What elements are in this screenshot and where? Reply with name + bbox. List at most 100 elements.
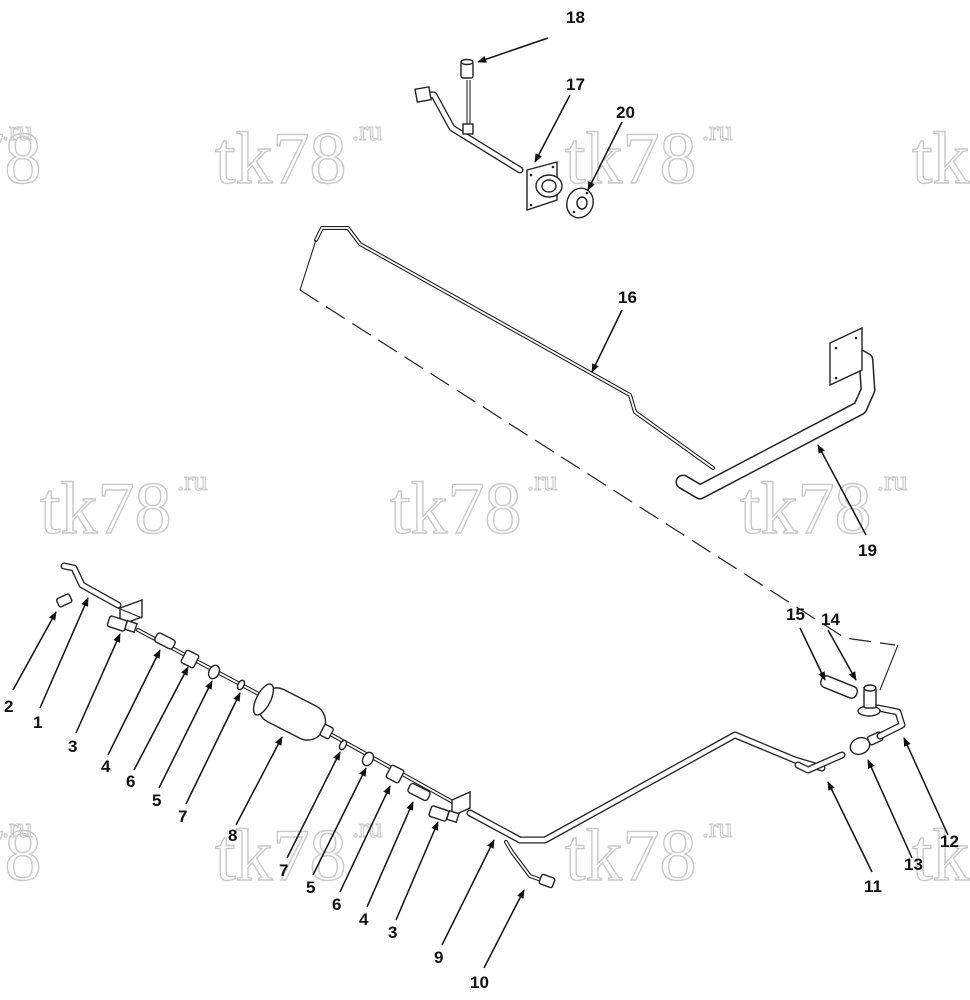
callout-3b: 3 — [388, 923, 397, 942]
callout-13: 13 — [904, 855, 923, 874]
part-15-sensor — [819, 675, 859, 699]
watermark: tk78 — [911, 814, 970, 897]
part-5-ring — [207, 664, 221, 680]
callout-5a: 5 — [152, 791, 161, 810]
callout-10: 10 — [470, 973, 489, 992]
callout-16: 16 — [618, 288, 637, 307]
callout-17: 17 — [566, 75, 585, 94]
callout-labels: 18 17 20 16 19 15 14 2 1 3 4 6 5 7 8 7 5… — [4, 8, 959, 992]
callout-4b: 4 — [359, 910, 369, 929]
svg-text:tk78: tk78 — [912, 815, 970, 897]
callout-5b: 5 — [306, 878, 315, 897]
leader-9 — [441, 839, 495, 946]
svg-text:tk78: tk78 — [40, 468, 172, 550]
part-16-tube — [314, 226, 715, 470]
callout-6a: 6 — [126, 772, 135, 791]
part-18-cap — [460, 58, 474, 79]
part-4-sleeve — [154, 632, 176, 650]
leader-19 — [817, 444, 867, 536]
callout-9: 9 — [434, 948, 443, 967]
leader-3b — [395, 821, 439, 921]
leader-14 — [827, 629, 857, 681]
leader-arrows — [12, 37, 949, 969]
part-4-sleeve — [407, 782, 431, 802]
svg-text:.ru: .ru — [877, 466, 907, 497]
svg-text:tk78: tk78 — [0, 118, 42, 200]
reference-line — [299, 239, 317, 291]
svg-text:.ru: .ru — [702, 116, 732, 147]
leader-16 — [591, 309, 623, 373]
part-19-pipe — [675, 326, 876, 500]
leader-2 — [12, 611, 57, 691]
watermark: tk78 .ru — [214, 812, 383, 897]
svg-text:.ru: .ru — [352, 116, 382, 147]
watermark-layer: tk78 .ru tk78 .ru tk78 .ru tk78 tk78 .ru… — [0, 115, 970, 897]
callout-2: 2 — [4, 697, 13, 716]
part-17-mounting-plate — [526, 161, 563, 211]
svg-text:.ru: .ru — [702, 813, 732, 844]
part-14-tee — [857, 684, 881, 717]
leader-7a — [185, 692, 241, 805]
svg-text:tk78: tk78 — [215, 815, 347, 897]
part-5-ring — [361, 751, 375, 767]
part-12-pipe — [874, 704, 906, 740]
filler-neck-assembly — [414, 58, 594, 219]
svg-text:tk78: tk78 — [390, 468, 522, 550]
watermark: tk78 .ru — [0, 812, 42, 897]
part-11-hose — [794, 751, 846, 774]
leader-10 — [483, 889, 525, 969]
part-1-pipe — [60, 562, 122, 609]
callout-15: 15 — [786, 605, 805, 624]
part-7-oring — [338, 739, 348, 751]
svg-text:tk78: tk78 — [912, 118, 970, 200]
leader-13 — [867, 759, 913, 859]
callout-20: 20 — [616, 103, 635, 122]
callout-3a: 3 — [68, 737, 77, 756]
svg-text:tk78: tk78 — [215, 118, 347, 200]
part-2-fitting — [55, 593, 73, 608]
leader-5b — [312, 767, 367, 876]
reference-line — [879, 644, 899, 691]
watermark: tk78 .ru — [739, 465, 908, 550]
leader-6b — [339, 785, 391, 893]
leader-4a — [107, 649, 161, 756]
leader-20 — [587, 121, 623, 191]
watermark: tk78 .ru — [564, 812, 733, 897]
part-10-drain — [504, 840, 556, 889]
leader-6a — [133, 666, 189, 771]
leader-8 — [235, 736, 283, 826]
watermark: tk78 .ru — [214, 115, 383, 200]
part-20-flange — [566, 187, 594, 219]
part-6-nut — [385, 764, 405, 784]
callout-18: 18 — [566, 8, 585, 27]
svg-text:.ru: .ru — [177, 466, 207, 497]
svg-text:.ru: .ru — [352, 813, 382, 844]
svg-text:tk78: tk78 — [0, 815, 42, 897]
part-3-valve — [428, 805, 460, 824]
watermark: tk78 .ru — [389, 465, 558, 550]
leader-12 — [903, 737, 949, 836]
watermark: tk78 .ru — [564, 115, 733, 200]
leader-1 — [39, 597, 89, 709]
leader-18 — [477, 37, 549, 63]
svg-text:.ru: .ru — [527, 466, 557, 497]
leader-15 — [799, 627, 826, 681]
svg-text:.ru: .ru — [2, 813, 32, 844]
watermark: tk78 .ru — [0, 115, 42, 200]
callout-14: 14 — [821, 610, 840, 629]
svg-text:.ru: .ru — [2, 116, 32, 147]
watermark: tk78 — [911, 117, 970, 200]
svg-text:tk78: tk78 — [740, 468, 872, 550]
leader-11 — [827, 781, 873, 873]
leader-17 — [534, 94, 571, 163]
fuel-line-assembly — [55, 562, 906, 889]
svg-text:tk78: tk78 — [565, 118, 697, 200]
part-7-oring — [236, 679, 246, 691]
callout-1: 1 — [33, 713, 42, 732]
svg-text:tk78: tk78 — [565, 815, 697, 897]
leader-3a — [75, 633, 121, 734]
leader-7b — [286, 751, 341, 859]
part-6-nut — [180, 649, 200, 669]
watermark: tk78 .ru — [39, 465, 208, 550]
